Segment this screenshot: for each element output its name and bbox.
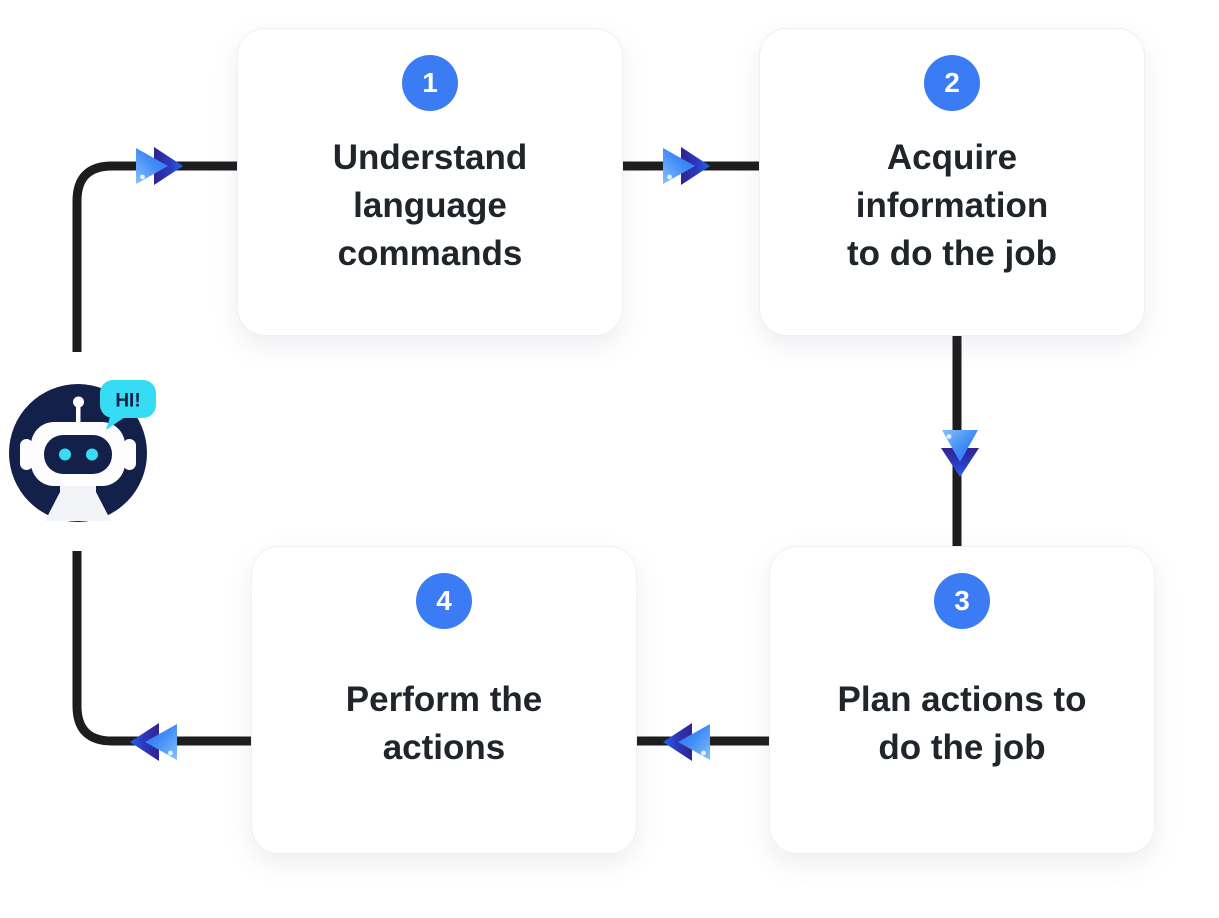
connector-bottom-left-bend xyxy=(72,551,252,746)
fast-forward-arrow-icon xyxy=(660,144,712,188)
step-number-badge: 1 xyxy=(402,55,458,111)
step-number-badge: 2 xyxy=(924,55,980,111)
step-number-badge: 3 xyxy=(934,573,990,629)
step-label: Acquire information to do the job xyxy=(847,138,1057,273)
step-number-badge: 4 xyxy=(416,573,472,629)
speech-bubble: HI! xyxy=(100,380,156,430)
step-label: Plan actions to do the job xyxy=(837,680,1087,767)
connector-top-left-bend xyxy=(72,161,238,352)
step-card-1: 1 Understand language commands xyxy=(237,28,623,336)
fast-forward-arrow-icon xyxy=(133,144,185,188)
robot-chatbot-icon: HI! xyxy=(8,378,158,523)
fast-forward-arrow-icon xyxy=(128,720,180,764)
step-label: Perform the actions xyxy=(345,680,543,767)
step-label: Understand language commands xyxy=(332,138,528,273)
fast-forward-arrow-icon xyxy=(661,720,713,764)
speech-bubble-text: HI! xyxy=(115,391,140,412)
step-card-2: 2 Acquire information to do the job xyxy=(759,28,1145,336)
fast-forward-arrow-icon xyxy=(938,427,982,479)
step-card-4: 4 Perform the actions xyxy=(251,546,637,854)
step-card-3: 3 Plan actions to do the job xyxy=(769,546,1155,854)
